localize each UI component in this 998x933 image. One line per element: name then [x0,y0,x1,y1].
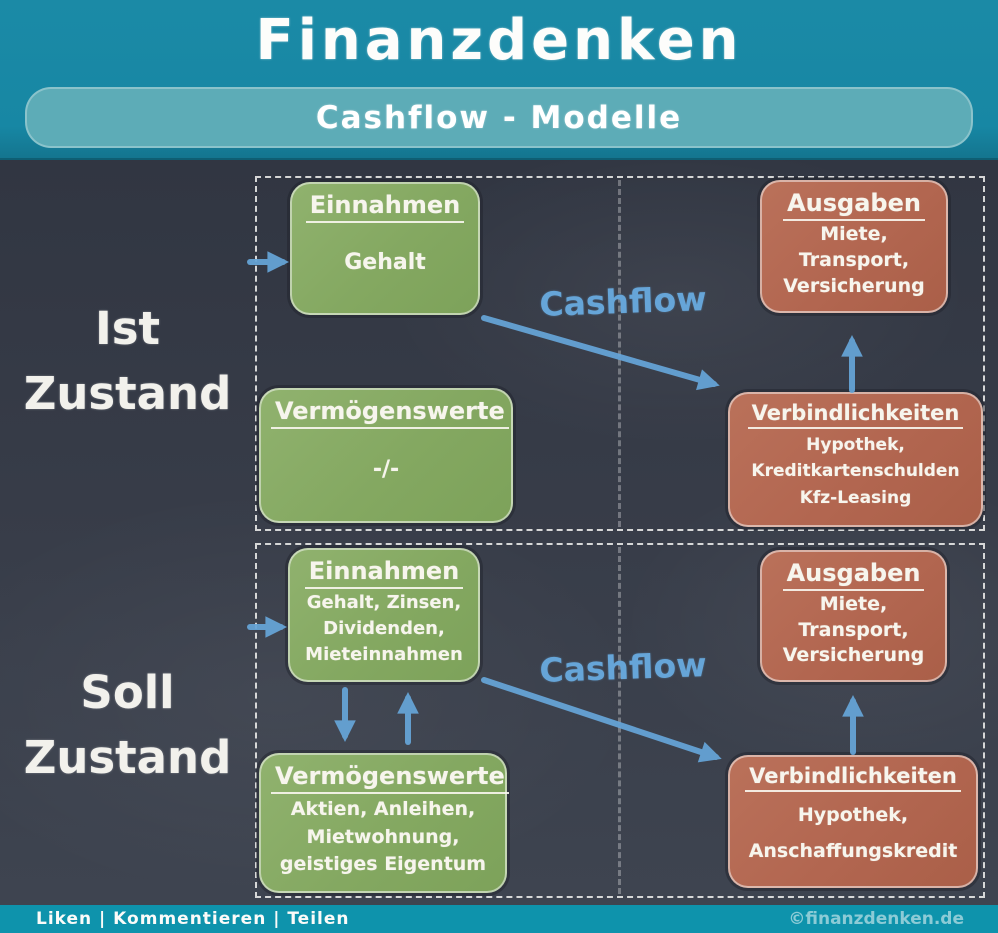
box-line: Aktien, Anleihen, [290,797,476,820]
box-line: Mieteinnahmen [305,644,463,666]
box-line: Transport, [798,618,909,641]
subtitle-text: Cashflow - Modelle [315,99,683,136]
ist-zustand-label: Ist Zustand [5,296,250,426]
box-lines: Miete, Transport, Versicherung [772,221,936,301]
box-title: Einnahmen [300,557,468,589]
box-line: Hypothek, [806,434,905,455]
box-line: Gehalt [344,250,426,276]
ist-ausgaben-box: Ausgaben Miete, Transport, Versicherung [760,180,948,313]
footer-credit: ©finanzdenken.de [788,909,964,929]
box-line: Versicherung [783,275,925,298]
box-title: Verbindlichkeiten [740,401,971,429]
box-line: Transport, [798,249,910,272]
box-lines: Miete, Transport, Versicherung [772,591,935,670]
box-line: geistiges Eigentum [279,853,487,876]
label-line: Soll [80,666,175,719]
box-lines: Aktien, Anleihen, Mietwohnung, geistiges… [271,794,495,881]
soll-cashflow-label: Cashflow [538,645,708,690]
footer-actions: Liken | Kommentieren | Teilen [36,909,350,929]
box-line: Kreditkartenschulden [751,461,960,482]
box-title: Vermögenswerte [271,762,509,794]
box-lines: Hypothek, Kreditkartenschulden Kfz-Leasi… [740,429,971,515]
ist-cashflow-label: Cashflow [538,279,708,324]
soll-ausgaben-box: Ausgaben Miete, Transport, Versicherung [760,550,947,682]
box-line: Versicherung [782,644,925,667]
box-line: Gehalt, Zinsen, [306,592,462,614]
box-line: Miete, [820,223,888,246]
box-line: -/- [372,457,400,483]
box-title: Ausgaben [772,189,936,221]
header: Finanzdenken Cashflow - Modelle [0,0,998,160]
ist-verbindlichkeiten-box: Verbindlichkeiten Hypothek, Kreditkarten… [728,392,983,527]
box-title: Einnahmen [302,191,468,223]
soll-einnahmen-box: Einnahmen Gehalt, Zinsen, Dividenden, Mi… [288,548,480,682]
box-line: Kfz-Leasing [799,488,912,509]
box-title: Ausgaben [772,559,935,591]
box-line: Anschaffungskredit [748,840,958,863]
soll-column-divider [618,547,621,894]
ist-column-divider [618,180,621,527]
soll-verbindlichkeiten-box: Verbindlichkeiten Hypothek, Anschaffungs… [728,755,978,888]
box-lines: -/- [271,429,501,511]
page-title: Finanzdenken [255,8,743,73]
label-line: Zustand [23,367,232,420]
box-lines: Gehalt [302,223,468,303]
box-line: Mietwohnung, [306,825,460,848]
subtitle-bar: Cashflow - Modelle [25,87,973,148]
box-title: Vermögenswerte [271,397,509,429]
box-line: Miete, [819,592,888,615]
label-line: Zustand [23,731,232,784]
box-line: Dividenden, [323,618,445,640]
box-lines: Gehalt, Zinsen, Dividenden, Mieteinnahme… [300,589,468,670]
box-line: Hypothek, [797,804,909,827]
chalkboard: Ist Zustand Soll Zustand Einnahmen Gehal… [0,160,998,905]
ist-vermoegenswerte-box: Vermögenswerte -/- [259,388,513,523]
label-line: Ist [94,302,161,355]
box-lines: Hypothek, Anschaffungskredit [740,792,966,876]
soll-vermoegenswerte-box: Vermögenswerte Aktien, Anleihen, Mietwoh… [259,753,509,893]
footer-bar: Liken | Kommentieren | Teilen ©finanzden… [0,905,998,933]
soll-zustand-label: Soll Zustand [5,660,250,790]
box-title: Verbindlichkeiten [740,764,966,792]
ist-einnahmen-box: Einnahmen Gehalt [290,182,480,315]
